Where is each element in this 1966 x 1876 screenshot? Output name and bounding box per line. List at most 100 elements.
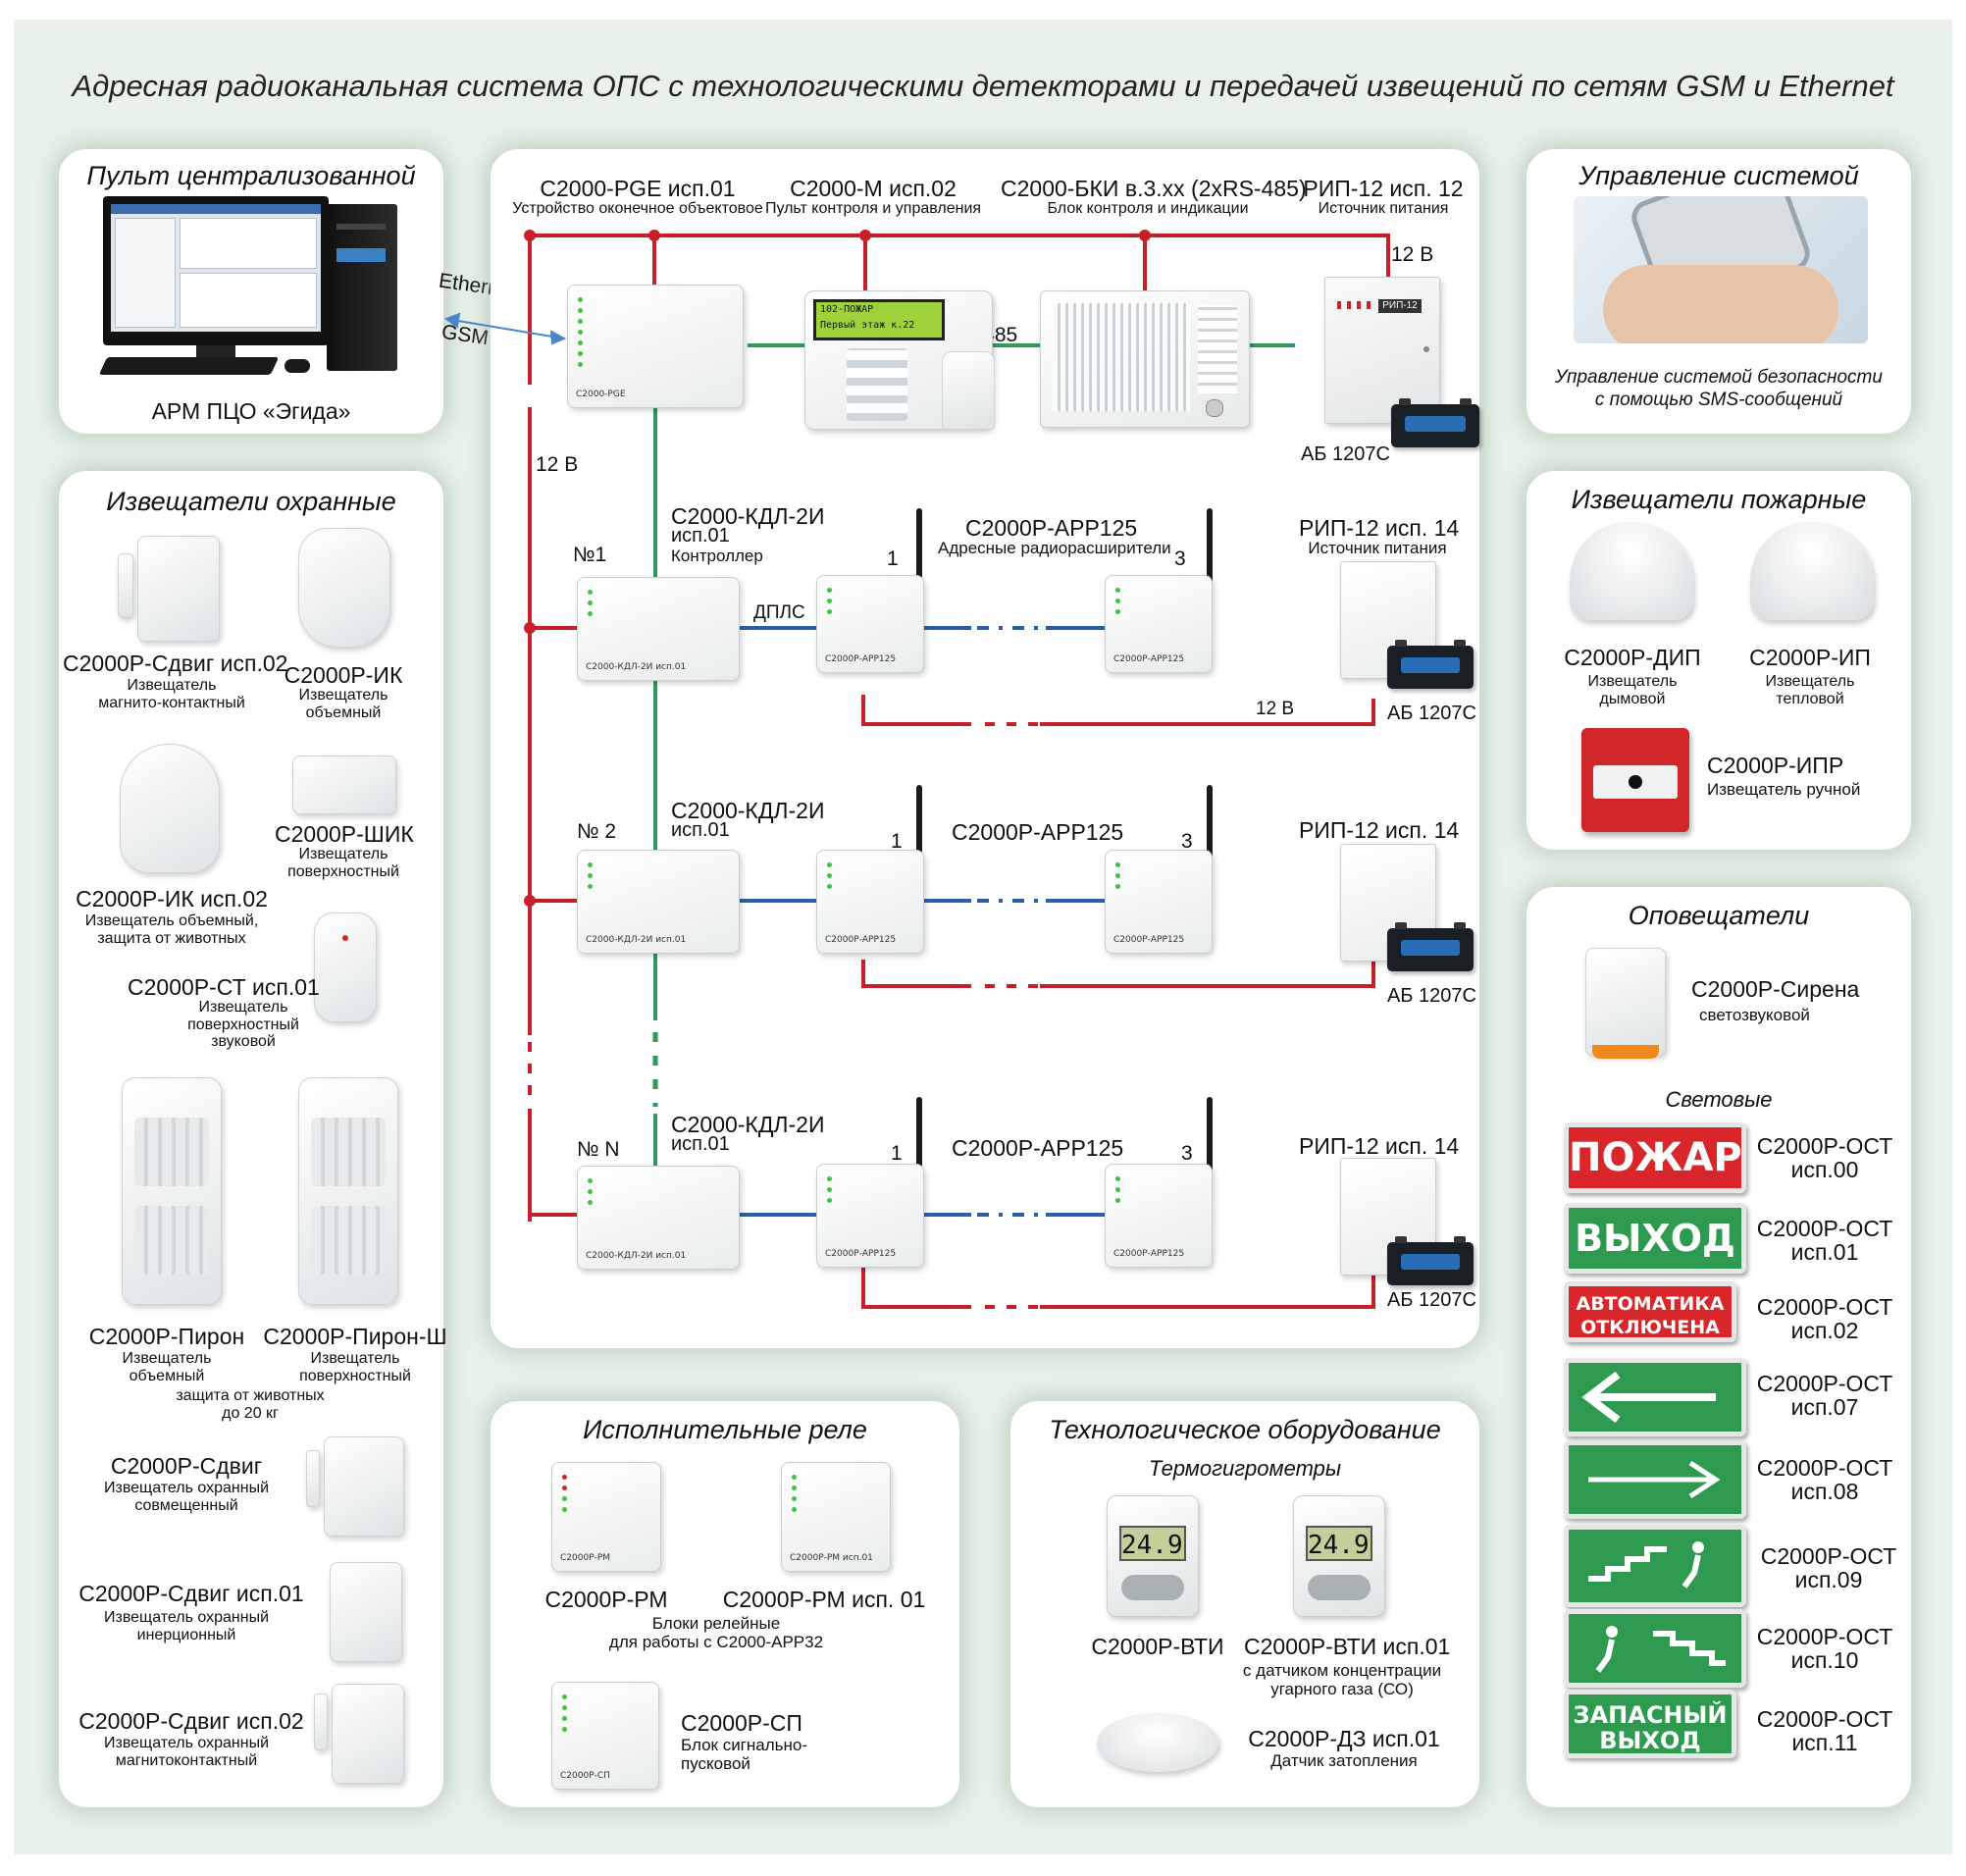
dpls-dots	[977, 626, 1042, 1217]
piron-sh-image	[298, 1077, 398, 1305]
sec-name-5: С2000Р-Пирон	[88, 1324, 245, 1349]
sp-desc: Блок сигнально- пусковой	[681, 1736, 808, 1773]
ab-row2: АБ 1207С	[1387, 985, 1476, 1007]
bki-name: С2000-БКИ в.3.xx (2xRS-485)	[1001, 176, 1307, 201]
m-cover	[942, 351, 995, 430]
mouse	[285, 359, 310, 373]
antenna-na	[916, 1097, 922, 1190]
dip-name: С2000Р-ДИП	[1564, 645, 1701, 670]
antenna-2b	[1207, 785, 1213, 878]
arrow-right-icon	[1588, 1460, 1721, 1499]
arr-na-device: С2000Р-АРР125	[816, 1164, 924, 1268]
monitor-stand	[196, 345, 235, 359]
ip-name: С2000Р-ИП	[1749, 645, 1871, 670]
row1-num3: 3	[1174, 547, 1186, 570]
ik-image	[298, 528, 390, 648]
sec-desc-2: Извещатель объемный, защита от животных	[84, 912, 259, 947]
kdln-name: С2000-КДЛ-2И	[671, 1112, 825, 1137]
sign-name-7: С2000Р-ОСТ исп.11	[1756, 1706, 1893, 1756]
m-keypad	[847, 348, 907, 421]
row1-num: №1	[573, 544, 607, 566]
power-top	[528, 234, 1390, 385]
monitor-screen	[111, 204, 321, 332]
sec-name-6: С2000Р-Пирон-Ш	[263, 1324, 447, 1349]
sec-desc-6: Извещатель поверхностный	[299, 1350, 411, 1384]
rs485-lines	[653, 343, 1295, 1168]
battery-top	[1391, 398, 1479, 447]
sign-emergency-exit: ЗАПАСНЫЙ ВЫХОД	[1564, 1690, 1736, 1758]
lcd-line-2: Первый этаж к.22	[820, 320, 915, 331]
vti01-name: С2000Р-ВТИ исп.01	[1244, 1634, 1451, 1659]
sdvig01-image	[330, 1562, 402, 1662]
v12-row1: 12 В	[1256, 699, 1295, 719]
rip12-device: РИП-12	[1324, 277, 1440, 424]
sdvig02b-magnet	[314, 1694, 328, 1750]
antenna-1a	[916, 508, 922, 601]
sec-desc-7: защита от животных до 20 кг	[176, 1387, 325, 1422]
dpls-label: ДПЛС	[753, 602, 805, 623]
bki-device	[1040, 290, 1250, 428]
rip14-2-name: РИП-12 исп. 14	[1299, 817, 1460, 843]
sec-desc-3: Извещатель поверхностный	[287, 846, 399, 880]
relays-title: Исполнительные реле	[583, 1415, 867, 1444]
shik-image	[292, 756, 396, 814]
v12-top: 12 В	[1391, 243, 1434, 266]
row2-num1: 1	[891, 830, 903, 853]
runner-stairs-icon	[1595, 1626, 1726, 1673]
arrow-left-icon	[1581, 1371, 1716, 1424]
kdl1-desc: Контроллер	[671, 547, 763, 565]
m-desc: Пульт контроля и управления	[764, 200, 982, 217]
vti-set-button	[1121, 1575, 1184, 1600]
sec-name-0: С2000Р-Сдвиг исп.02	[63, 651, 288, 676]
hand-icon	[1603, 265, 1838, 343]
vti01-set-button	[1308, 1575, 1371, 1600]
antenna-1b	[1207, 508, 1213, 601]
rip12-lock-icon	[1423, 346, 1429, 352]
sec-desc-9: Извещатель охранный инерционный	[103, 1609, 270, 1643]
vti01-device: 24.9	[1293, 1495, 1385, 1617]
battery-n	[1387, 1236, 1474, 1285]
sec-desc-5: Извещатель объемный	[122, 1350, 212, 1384]
sec-desc-10: Извещатель охранный магнитоконтактный	[103, 1735, 270, 1769]
vti-name: С2000Р-ВТИ	[1091, 1634, 1224, 1659]
ipr-image	[1581, 728, 1689, 832]
power-dots	[528, 722, 1038, 1309]
sign-name-5: С2000Р-ОСТ исп.09	[1760, 1543, 1897, 1593]
ipr-desc: Извещатель ручной	[1707, 780, 1861, 799]
fire-title: Извещатели пожарные	[1571, 485, 1867, 514]
bki-desc: Блок контроля и индикации	[1047, 200, 1249, 217]
sign-arrow-right	[1564, 1440, 1746, 1519]
sec-name-4: С2000Р-СТ исп.01	[128, 974, 320, 1000]
siren-name: С2000Р-Сирена	[1691, 976, 1860, 1002]
page-title: Адресная радиоканальная система ОПС с те…	[72, 69, 1894, 103]
tech-title: Технологическое оборудование	[1049, 1415, 1441, 1444]
v12-left: 12 В	[536, 453, 579, 476]
arr2-name: С2000Р-АРР125	[952, 819, 1124, 845]
row2-num: № 2	[577, 820, 617, 843]
rip12-name: РИП-12 исп. 12	[1303, 176, 1464, 201]
pco-panel: Пульт централизованной охраны АРМ ПЦО «Э…	[59, 149, 443, 434]
alerts-title: Оповещатели	[1628, 901, 1810, 930]
sec-desc-0: Извещатель магнито-контактный	[98, 677, 245, 711]
sdvig-magnet	[306, 1450, 320, 1507]
sdvig-image	[324, 1436, 404, 1537]
rown-num3: 3	[1181, 1142, 1193, 1165]
sign-stairs-up	[1564, 1609, 1746, 1688]
arr-1a-device: С2000Р-АРР125	[816, 575, 924, 673]
power-lines	[528, 234, 1390, 1309]
sign-name-1: С2000Р-ОСТ исп.01	[1756, 1216, 1893, 1266]
vti01-display: 24.9	[1306, 1526, 1372, 1561]
arr1-desc: Адресные радиорасширители	[938, 539, 1171, 557]
ip-image	[1750, 522, 1874, 620]
antenna-nb	[1207, 1097, 1213, 1190]
kdl2-sub: исп.01	[671, 819, 730, 841]
arrn-name: С2000Р-АРР125	[952, 1135, 1124, 1161]
ip-desc: Извещатель тепловой	[1765, 673, 1855, 707]
sdvig02-image	[137, 536, 220, 642]
control-desc: Управление системой безопасности с помощ…	[1555, 367, 1883, 410]
pge-device-label: C2000-PGE	[576, 390, 626, 399]
bki-indicators	[1053, 303, 1190, 411]
st01-image	[314, 912, 377, 1022]
pco-caption: АРМ ПЦО «Эгида»	[151, 398, 351, 424]
